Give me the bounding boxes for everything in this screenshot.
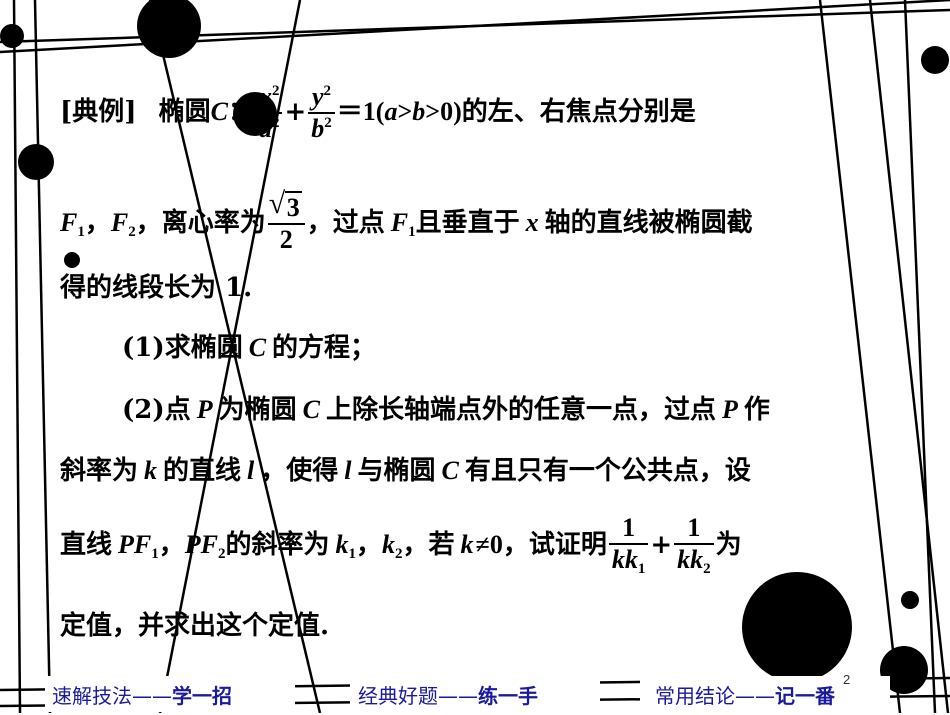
var-c: C [210, 97, 228, 126]
nav-button-common-conclusions[interactable]: 常用结论——记一番 [655, 684, 835, 708]
page-number: 2 [843, 672, 851, 687]
text: 椭圆 [158, 97, 211, 127]
problem-line-3: 得的线段长为 1. [60, 273, 253, 303]
footer-nav: 速解技法——学一招 经典好题——练一手 常用结论——记一番 [40, 675, 920, 715]
text: 离心率为 [161, 208, 266, 238]
nav-button-speed-methods[interactable]: 速解技法——学一招 [52, 684, 232, 708]
text: 的左、右焦点分别是 [461, 97, 696, 127]
text: ＝1( [336, 97, 385, 126]
plus-sign: + [284, 97, 307, 127]
fraction-sqrt3-2: 32 [267, 189, 305, 253]
nav-button-classic-problems[interactable]: 经典好题——练一手 [358, 684, 538, 708]
example-label: [典例] [60, 97, 137, 127]
text: ： [227, 97, 254, 127]
question-2-line-4: 定值，并求出这个定值. [60, 611, 330, 641]
